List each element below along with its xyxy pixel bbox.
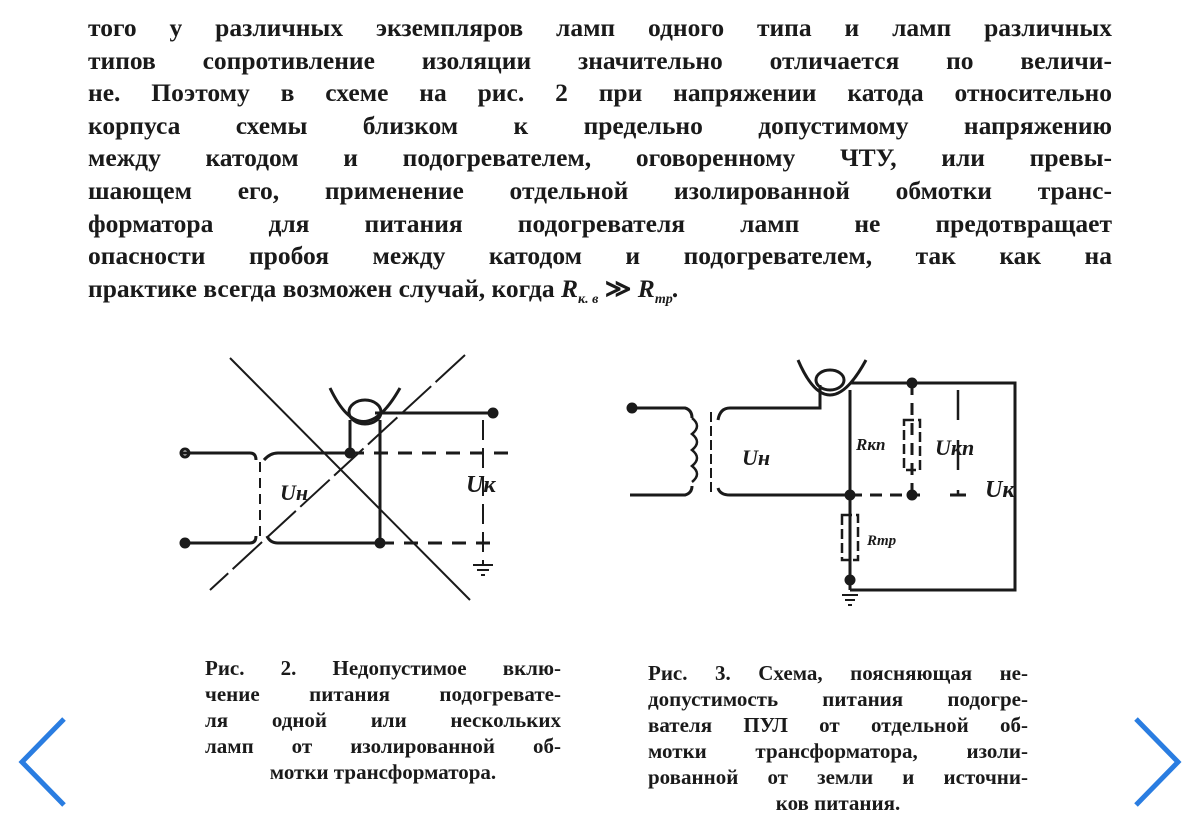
text-line: корпуса схемы близком к предельно допуст… — [88, 110, 1112, 140]
text-line: шающем его, применение отдельной изолиро… — [88, 175, 1112, 205]
figure2-circuit-diagram: Uн Uк — [179, 354, 510, 601]
figure2-caption: Рис. 2. Недопустимое вклю- чение питания… — [205, 655, 561, 785]
caption-line: мотки трансформатора, изоли- — [648, 739, 1028, 763]
formula-r: R — [637, 273, 655, 303]
label-un: Uн — [280, 480, 308, 505]
next-page-button[interactable] — [1128, 715, 1188, 810]
text-line: того у различных экземпляров ламп одного… — [88, 13, 1112, 42]
caption-line: допустимость питания подогре- — [648, 687, 1028, 711]
chevron-left-icon — [18, 717, 66, 807]
label-un: Uн — [742, 445, 770, 470]
caption-line: Рис. 3. Схема, поясняющая не- — [648, 661, 1028, 685]
formula-sub: к. в — [577, 291, 599, 307]
caption-line: вателя ПУЛ от отдельной об- — [648, 713, 1028, 737]
body-paragraph: того у различных экземпляров ламп одного… — [88, 12, 1112, 307]
label-rkp: Rкп — [855, 435, 885, 454]
caption-line: чение питания подогревате- — [205, 682, 561, 706]
label-uk: Uк — [466, 472, 496, 498]
figure3-circuit-diagram: Uн Rкп Uкп Uк Rтр — [626, 359, 1017, 606]
formula-r: R — [560, 273, 578, 303]
label-uk: Uк — [985, 477, 1015, 503]
figure3-caption: Рис. 3. Схема, поясняющая не- допустимос… — [648, 660, 1028, 816]
text-line: форматора для питания подогревателя ламп… — [88, 208, 1112, 238]
text-line-with-formula: практике всегда возможен случай, когда R… — [88, 273, 1112, 307]
text-line: между катодом и подогревателем, оговорен… — [88, 143, 1112, 173]
previous-page-button[interactable] — [12, 715, 72, 810]
caption-line: рованной от земли и источни- — [648, 765, 1028, 789]
caption-line: Рис. 2. Недопустимое вклю- — [205, 656, 561, 680]
formula-sub: тр — [654, 291, 673, 307]
text-line: не. Поэтому в схеме на рис. 2 при напряж… — [88, 78, 1112, 108]
formula-end: . — [672, 273, 680, 303]
text-line: опасности пробоя между катодом и подогре… — [88, 241, 1112, 271]
label-ukp: Uкп — [935, 435, 974, 460]
text-line: типов сопротивление изоляции значительно… — [88, 45, 1112, 75]
caption-line: ламп от изолированной об- — [205, 734, 561, 758]
caption-line: ков питания. — [775, 791, 901, 815]
formula-op: ≫ — [598, 273, 638, 303]
text-line: практике всегда возможен случай, когда — [88, 273, 555, 303]
formula: Rк. в ≫ Rтр. — [560, 273, 680, 307]
caption-line: мотки трансформатора. — [269, 760, 497, 784]
label-rtr: Rтр — [866, 533, 897, 549]
chevron-right-icon — [1134, 717, 1182, 807]
caption-line: ля одной или нескольких — [205, 708, 561, 732]
